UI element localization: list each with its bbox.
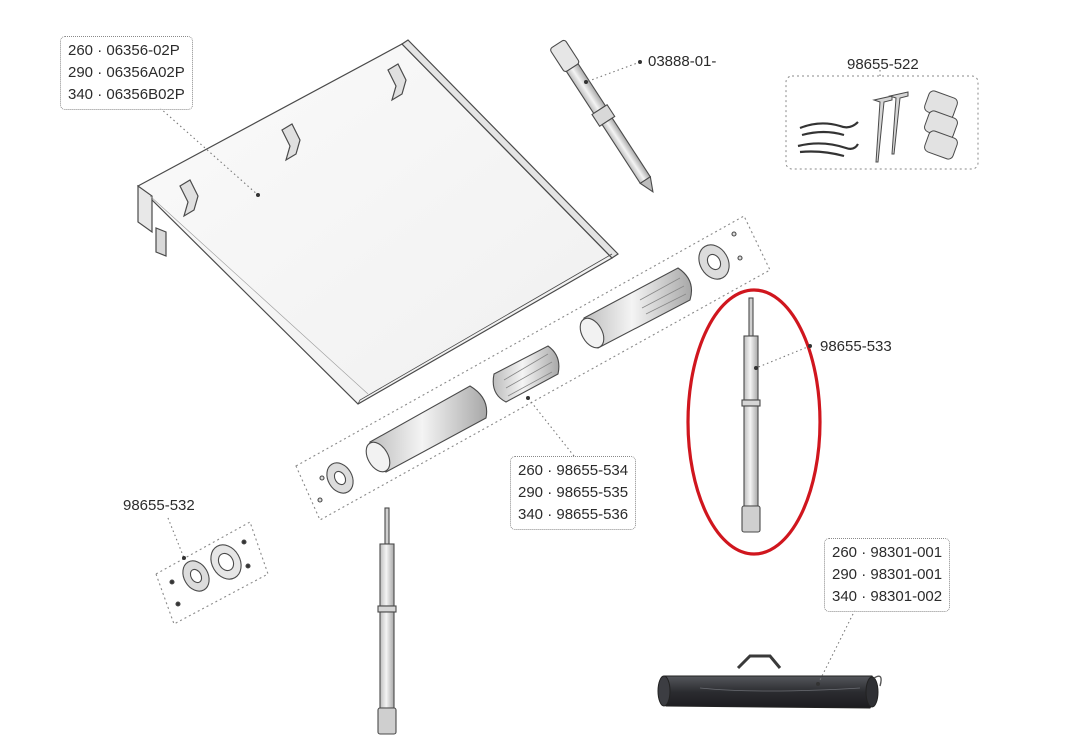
awning-panel: [137, 39, 619, 405]
callout-line: 260 · 06356-02P: [68, 42, 180, 59]
callout-line: 290 · 98301-001: [832, 566, 943, 583]
callout-carry-bag: 260 · 98301-001 290 · 98301-001 340 · 98…: [824, 538, 951, 612]
callout-line: 290 · 06356A02P: [68, 64, 185, 81]
end-cap-kit: [155, 521, 269, 625]
tube-end-flange: [698, 231, 743, 280]
callout-line: 340 · 06356B02P: [68, 86, 185, 103]
callout-roller-pole: 03888-01-: [648, 53, 717, 70]
callout-line: 340 · 98301-002: [832, 588, 943, 605]
strap-icon: [797, 121, 859, 158]
leader-dots: [182, 60, 820, 686]
support-leg-lower: [377, 507, 397, 735]
callout-end-cap-kit: 98655-532: [123, 497, 195, 514]
tube-end-flange: [317, 462, 354, 503]
awning-clip: [179, 63, 407, 218]
callout-line: 290 · 98655-535: [518, 484, 629, 501]
peg-icon: [872, 91, 909, 163]
highlight-ring: [686, 288, 822, 556]
callout-support-leg: 98655-533: [820, 338, 892, 355]
pad-icon: [924, 90, 958, 160]
support-leg: [741, 297, 761, 533]
callout-awning-panel: 260 · 06356-02P 290 · 06356A02P 340 · 06…: [60, 36, 193, 110]
roller-tube-group: [295, 215, 771, 521]
callout-line: 260 · 98655-534: [518, 462, 629, 479]
accessory-kit: [785, 75, 979, 170]
roller-pole: [550, 39, 654, 193]
carry-bag: [657, 654, 882, 709]
callout-roller-tube: 260 · 98655-534 290 · 98655-535 340 · 98…: [510, 456, 637, 530]
callout-line: 340 · 98655-536: [518, 506, 629, 523]
callout-accessory-kit: 98655-522: [847, 56, 919, 73]
callout-line: 260 · 98301-001: [832, 544, 943, 561]
leader-lines: [159, 61, 881, 685]
